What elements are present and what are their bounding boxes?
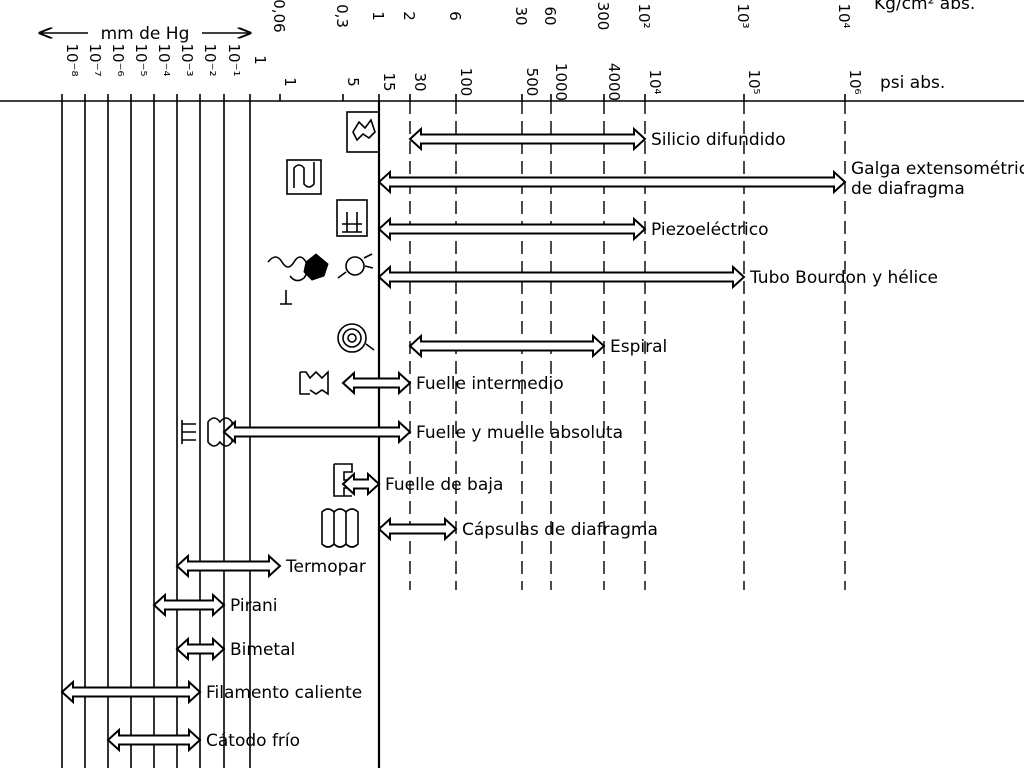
tick-label-psi: 10⁴ <box>646 69 664 94</box>
range-arrow <box>152 592 226 618</box>
range-label-line: Fuelle de baja <box>385 475 503 495</box>
range-arrow <box>377 516 458 542</box>
tick-label-kg: 10² <box>635 3 653 28</box>
range-label-line: Bimetal <box>230 640 295 660</box>
tick-label-psi: 1000 <box>552 63 570 101</box>
tick-label-mmhg: 10⁻² <box>201 43 219 76</box>
range-label-line: Tubo Bourdon y hélice <box>749 268 938 288</box>
tick-label-kg: 1 <box>369 11 387 21</box>
bellows-intermediate-icon <box>299 370 329 396</box>
range-label: Termopar <box>285 557 366 577</box>
range-label: Cátodo frío <box>206 731 300 751</box>
tick-label-kg: 30 <box>512 6 530 25</box>
range-arrow <box>175 636 226 662</box>
tick-label-psi: 5 <box>344 77 362 87</box>
tick-labels: 10⁻⁸ 10⁻⁷ 10⁻⁶ 10⁻⁵ 10⁻⁴ 10⁻³ 10⁻² 10⁻¹ 1 0,06 0,3… <box>63 0 864 101</box>
piezo-sensor-icon <box>336 199 368 237</box>
range-label: Fuelle intermedio <box>416 374 564 394</box>
mmhg-unit-label: mm de Hg <box>101 24 190 44</box>
tick-label-psi: 500 <box>523 68 541 97</box>
tick-label-mmhg: 10⁻⁴ <box>155 43 173 76</box>
tick-label-psi: 1 <box>281 77 299 87</box>
silicon-sensor-icon <box>346 111 380 153</box>
tick-label-mmhg: 10⁻⁷ <box>86 43 104 76</box>
tick-label-mmhg: 10⁻⁶ <box>109 43 127 76</box>
tick-label-kg: 10⁴ <box>835 3 853 28</box>
range-arrow <box>377 169 847 195</box>
diaphragm-capsule-icon <box>321 508 359 548</box>
range-label-line: Silicio difundido <box>651 130 786 150</box>
range-label-line: Filamento caliente <box>206 683 362 703</box>
tick-label-kg: 0,06 <box>270 0 288 33</box>
range-label: Tubo Bourdon y hélice <box>749 268 938 288</box>
range-label: Fuelle de baja <box>385 475 503 495</box>
range-arrow <box>377 264 746 290</box>
range-arrow <box>60 679 202 705</box>
tick-label-mmhg: 1 <box>251 55 269 65</box>
spiral-icon <box>337 323 375 353</box>
tick-label-psi: 10⁶ <box>846 69 864 94</box>
bellows-spring-icon <box>181 417 233 447</box>
range-arrow <box>408 333 606 359</box>
range-arrow <box>408 126 647 152</box>
psi-unit-label: psi abs. <box>880 73 945 93</box>
range-label: Bimetal <box>230 640 295 660</box>
tick-label-mmhg: 10⁻¹ <box>225 43 243 76</box>
range-label: Cápsulas de diafragma <box>462 520 658 540</box>
range-label-line: Piezoeléctrico <box>651 220 769 240</box>
range-label-line: Termopar <box>285 557 366 577</box>
tick-label-psi: 100 <box>457 68 475 97</box>
range-label: Piezoeléctrico <box>651 220 769 240</box>
range-label-line: Cátodo frío <box>206 731 300 751</box>
strain-gauge-icon <box>286 159 322 195</box>
instrument-icons <box>181 111 380 548</box>
range-arrow <box>341 471 381 497</box>
range-arrow <box>222 419 412 445</box>
tick-label-mmhg: 10⁻⁸ <box>63 43 81 76</box>
range-arrow <box>341 370 412 396</box>
tick-label-mmhg: 10⁻³ <box>178 43 196 76</box>
range-label: Filamento caliente <box>206 683 362 703</box>
tick-label-kg: 10³ <box>734 3 752 28</box>
tick-label-kg: 2 <box>400 11 418 21</box>
tick-label-psi: 15 <box>380 72 398 91</box>
range-arrow <box>106 727 202 753</box>
tick-label-kg: 0,3 <box>333 4 351 28</box>
range-arrow <box>377 216 647 242</box>
tick-label-kg: 60 <box>541 6 559 25</box>
range-label-line: Fuelle y muelle absoluta <box>416 423 623 443</box>
range-label: Espiral <box>610 337 667 357</box>
tick-label-kg: 300 <box>594 2 612 31</box>
range-label: Pirani <box>230 596 278 616</box>
tick-label-psi: 30 <box>411 72 429 91</box>
tick-label-kg: 6 <box>446 11 464 21</box>
range-label-line: de diafragma <box>851 179 965 199</box>
range-label-line: Espiral <box>610 337 667 357</box>
range-label: Fuelle y muelle absoluta <box>416 423 623 443</box>
range-arrow <box>175 553 282 579</box>
range-label: Silicio difundido <box>651 130 786 150</box>
tick-label-mmhg: 10⁻⁵ <box>132 43 150 76</box>
range-label-line: Galga extensométrica <box>851 159 1024 179</box>
range-label-line: Cápsulas de diafragma <box>462 520 658 540</box>
tick-label-psi: 4000 <box>605 63 623 101</box>
kg-unit-label: Kg/cm² abs. <box>874 0 975 14</box>
bourdon-tube-icon <box>267 253 374 305</box>
range-label-line: Pirani <box>230 596 278 616</box>
range-label-line: Fuelle intermedio <box>416 374 564 394</box>
tick-label-psi: 10⁵ <box>745 69 763 94</box>
